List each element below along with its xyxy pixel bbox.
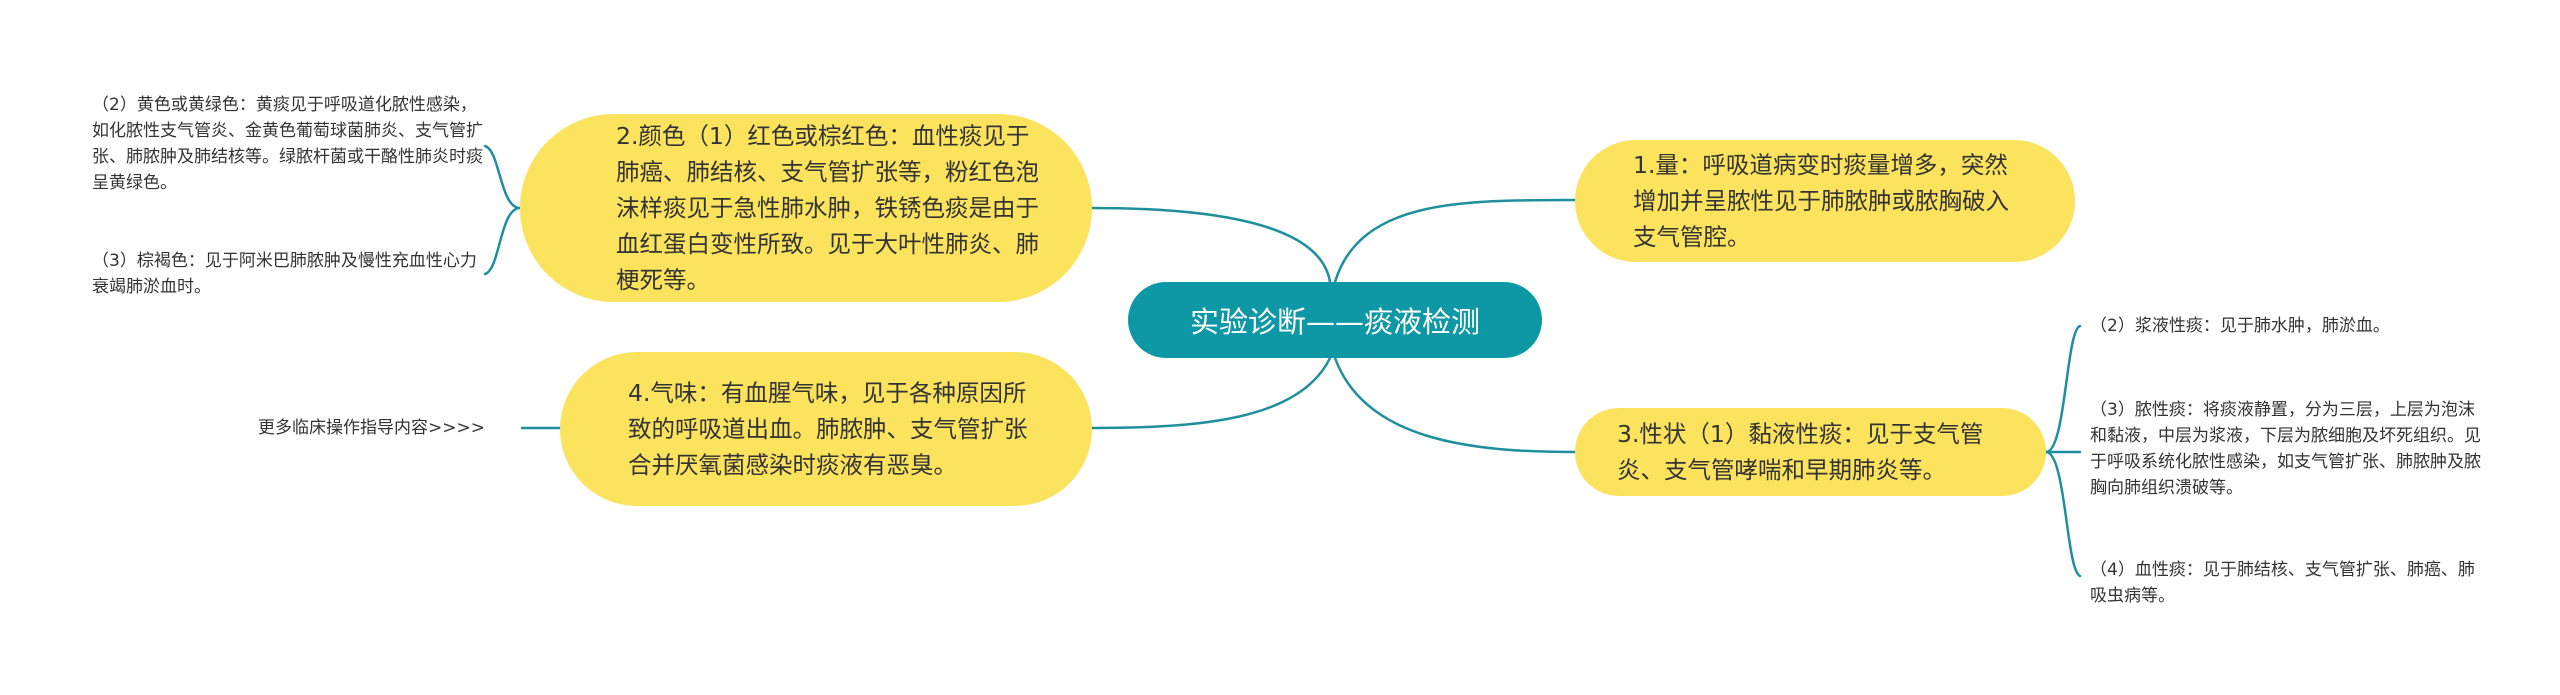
root-label: 实验诊断——痰液检测	[1189, 305, 1480, 339]
leaf-nature-bloody: （4）血性痰：见于肺结核、支气管扩张、肺癌、肺吸虫病等。	[2090, 560, 2475, 606]
branch-nature-text: 3.性状（1）黏液性痰：见于支气管炎、支气管哮喘和早期肺炎等。	[1617, 420, 1984, 484]
branch-odor-text: 4.气味：有血腥气味，见于各种原因所致的呼吸道出血。肺脓肿、支气管扩张合并厌氧菌…	[628, 379, 1028, 479]
branch-amount-text: 1.量：呼吸道病变时痰量增多，突然增加并呈脓性见于肺脓肿或脓胸破入支气管腔。	[1633, 151, 2009, 251]
link-color-bracket	[483, 144, 522, 276]
root-node[interactable]: 实验诊断——痰液检测	[1128, 282, 1542, 358]
branch-odor[interactable]: 4.气味：有血腥气味，见于各种原因所致的呼吸道出血。肺脓肿、支气管扩张合并厌氧菌…	[560, 352, 1092, 506]
link-root-nature	[1333, 356, 1577, 454]
leaf-color-yellow: （2）黄色或黄绿色：黄痰见于呼吸道化脓性感染，如化脓性支气管炎、金黄色葡萄球菌肺…	[92, 95, 483, 193]
link-nature-bracket	[2044, 324, 2082, 578]
leaf-color-brown: （3）棕褐色：见于阿米巴肺脓肿及慢性充血性心力衰竭肺淤血时。	[92, 251, 477, 297]
leaf-nature-serous: （2）浆液性痰：见于肺水肿，肺淤血。	[2090, 316, 2390, 336]
branch-color-text: 2.颜色（1）红色或棕红色：血性痰见于肺癌、肺结核、支气管扩张等，粉红色泡沫样痰…	[616, 122, 1039, 294]
leaf-nature-purulent: （3）脓性痰：将痰液静置，分为三层，上层为泡沫和黏液，中层为浆液，下层为脓细胞及…	[2090, 400, 2481, 498]
branch-color[interactable]: 2.颜色（1）红色或棕红色：血性痰见于肺癌、肺结核、支气管扩张等，粉红色泡沫样痰…	[520, 114, 1092, 302]
branch-nature[interactable]: 3.性状（1）黏液性痰：见于支气管炎、支气管哮喘和早期肺炎等。	[1575, 408, 2046, 496]
link-root-odor	[1090, 356, 1332, 430]
more-guidance-link[interactable]: 更多临床操作指导内容>>>>	[258, 418, 485, 438]
link-root-amount	[1333, 198, 1577, 284]
branch-amount[interactable]: 1.量：呼吸道病变时痰量增多，突然增加并呈脓性见于肺脓肿或脓胸破入支气管腔。	[1575, 140, 2075, 262]
link-root-color	[1090, 206, 1332, 284]
